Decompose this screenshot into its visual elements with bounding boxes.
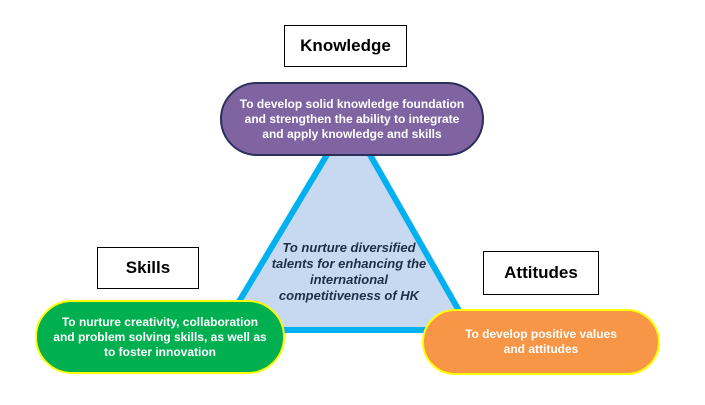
knowledge-title: Knowledge: [300, 36, 391, 55]
knowledge-title-box: Knowledge: [284, 25, 407, 67]
knowledge-description: To develop solid knowledge foundation an…: [239, 96, 465, 141]
skills-description: To nurture creativity, collaboration and…: [53, 314, 267, 359]
skills-title: Skills: [125, 258, 171, 277]
central-triangle: [216, 112, 476, 333]
attitudes-title-box: Attitudes: [483, 251, 599, 295]
skills-title-box: Skills: [97, 247, 199, 289]
central-goal-text: To nurture diversified talents for enhan…: [264, 240, 434, 304]
attitudes-description-pill: To develop positive values and attitudes: [422, 309, 660, 375]
attitudes-title: Attitudes: [504, 263, 578, 282]
attitudes-description: To develop positive values and attitudes: [465, 327, 617, 356]
central-goal: To nurture diversified talents for enhan…: [271, 240, 427, 303]
knowledge-description-pill: To develop solid knowledge foundation an…: [220, 82, 484, 156]
skills-description-pill: To nurture creativity, collaboration and…: [35, 300, 285, 374]
